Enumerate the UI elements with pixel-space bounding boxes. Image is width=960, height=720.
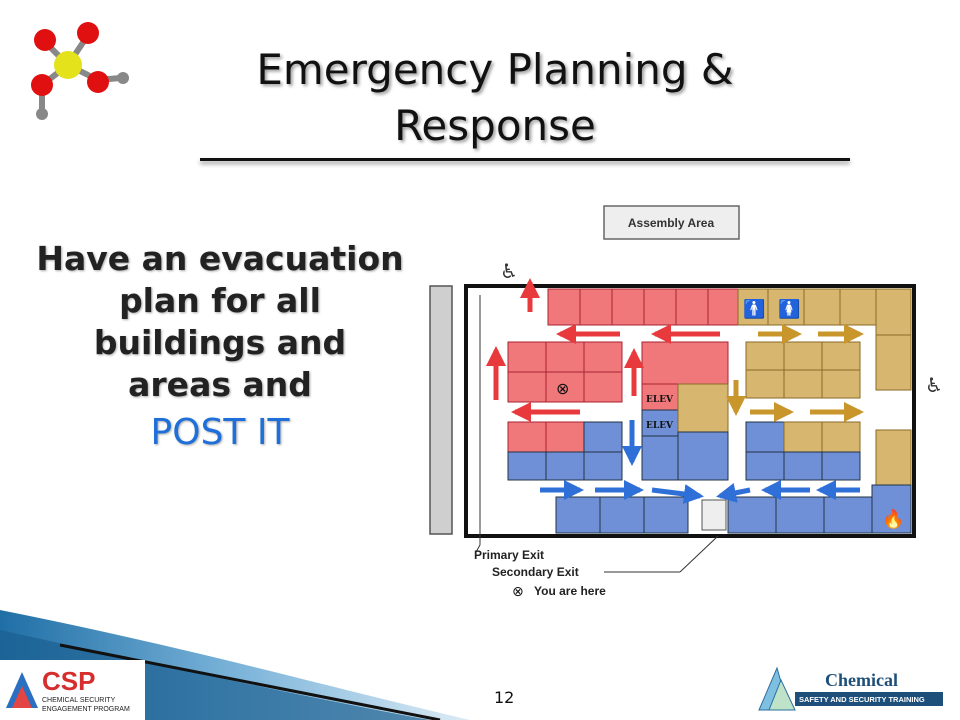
left-lower-block [507,421,623,481]
csp-logo: CSP CHEMICAL SECURITY ENGAGEMENT PROGRAM [0,660,145,720]
tan-evacuation-arrows [726,324,864,422]
body-line: areas and [128,365,312,404]
center-tan-room [677,383,729,433]
body-line: Have an evacuation [36,239,404,278]
assembly-area-label: Assembly Area [628,216,715,230]
wheelchair-icon: ♿ [500,259,518,283]
body-line: plan for all [119,281,321,320]
elev-label: ELEV [646,421,674,431]
stairwell [701,499,727,531]
legend-primary-exit: Primary Exit [474,548,544,562]
title-underline [200,158,850,161]
chem-logo-title: Chemical [825,670,898,690]
elevator [641,409,679,437]
chem-logo-sub: SAFETY AND SECURITY TRAINING [799,695,925,704]
blue-evacuation-arrows [540,420,860,504]
title-line-2: Response [394,101,596,150]
right-lower-block [745,421,861,481]
legend-you-are-here: You are here [534,584,606,598]
restroom-icon: 🚺 [778,298,800,320]
csp-logo-sub: CHEMICAL SECURITY [42,697,116,704]
chemical-safety-logo: Chemical SAFETY AND SECURITY TRAINING [758,666,943,711]
restroom-icon: 🚹 [743,298,765,320]
legend-marker-icon: ⊗ [512,584,524,600]
slide-title: Emergency Planning & Response [195,42,795,154]
left-wall-strip [429,285,453,535]
center-red-room [641,341,729,385]
body-text: Have an evacuation plan for all building… [25,238,415,454]
center-blue-room [677,431,729,481]
evacuation-floor-plan: Assembly Area ♿ ♿ 🚹 🚺 ⊗ [429,205,943,600]
top-tan-rooms [737,288,912,336]
molecule-icon [31,22,129,120]
title-line-1: Emergency Planning & [256,45,734,94]
elev-label: ELEV [646,395,674,405]
wheelchair-icon: ♿ [925,373,943,397]
csp-logo-sub: ENGAGEMENT PROGRAM [42,706,130,713]
csp-logo-text: CSP [42,666,95,696]
red-evacuation-arrows [486,278,720,422]
left-red-block [507,341,623,403]
you-are-here-marker: ⊗ [556,379,569,398]
body-line: buildings and [93,323,347,362]
right-tan-block [745,341,861,399]
assembly-area-box [603,205,740,240]
post-it-emphasis: POST IT [150,412,290,453]
page-number: 12 [494,688,515,707]
legend-secondary-exit: Secondary Exit [492,565,579,579]
center-blue-room [641,435,679,481]
top-red-rooms [547,288,739,326]
fire-extinguisher-icon: 🔥 [882,508,904,530]
